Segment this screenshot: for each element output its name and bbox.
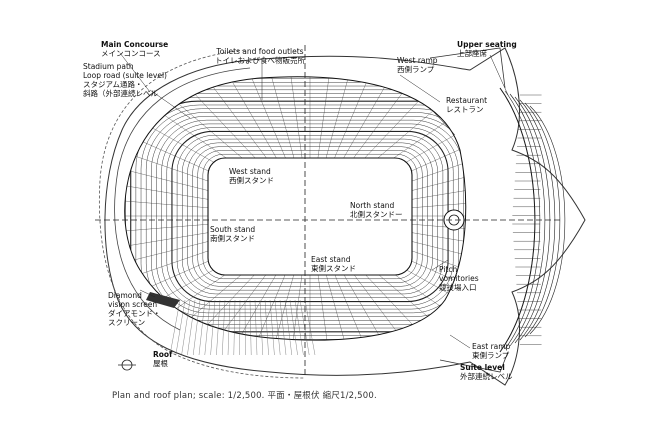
- label-restaurant: Restaurant: [446, 96, 487, 105]
- label-east-ramp: East ramp: [472, 342, 510, 351]
- label-east-stand-ja: 東側スタンド: [311, 264, 356, 273]
- label-vision-screen: vision screen: [108, 300, 157, 309]
- label-toilets: Toilets and food outlets: [205, 47, 315, 56]
- label-loop-road: Loop road (suite level): [83, 71, 167, 80]
- label-west-stand-ja: 西側スタンド: [229, 176, 274, 185]
- label-main-concourse-ja: メインコンコース: [101, 49, 161, 58]
- label-upper-seating-ja: 上部座席: [457, 49, 487, 58]
- plan-caption: Plan and roof plan; scale: 1/2,500. 平面・屋…: [112, 389, 377, 401]
- label-south-stand: South stand: [210, 225, 255, 234]
- label-east-stand: East stand: [311, 255, 351, 264]
- label-diamond-ja: ダイアモンド・: [108, 309, 161, 318]
- label-vomitories: vomitories: [439, 274, 479, 283]
- label-north-stand-ja: 北側スタンドー: [350, 210, 403, 219]
- label-screen-ja: スクリーン: [108, 318, 145, 327]
- label-west-stand: West stand: [229, 167, 271, 176]
- label-diamond: Diamond: [108, 291, 142, 300]
- label-suite-level-ja: 外部連続レベル: [460, 372, 513, 381]
- label-loop-road-ja: 斜路（外部連続レベル: [83, 89, 158, 98]
- label-south-stand-ja: 南側スタンド: [210, 234, 255, 243]
- label-pitch-vomitories-ja: 競技場入口: [439, 283, 477, 292]
- label-roof-ja: 屋根: [153, 359, 168, 368]
- label-west-ramp: West ramp: [397, 56, 438, 65]
- label-restaurant-ja: レストラン: [446, 105, 484, 114]
- label-stadium-path-ja: スタジアム通路・: [83, 80, 142, 89]
- label-upper-seating: Upper seating: [457, 40, 517, 49]
- label-east-ramp-ja: 東側ランプ: [472, 351, 509, 360]
- label-west-ramp-ja: 西側ランプ: [397, 65, 434, 74]
- label-toilets-ja: トイレおよび食べ物販売所: [205, 56, 315, 65]
- label-suite-level: Suite level: [460, 363, 505, 372]
- label-pitch: Pitch: [439, 265, 457, 274]
- label-north-stand: North stand: [350, 201, 394, 210]
- north-arrow-icon: [118, 360, 136, 370]
- label-main-concourse: Main Concourse: [101, 40, 168, 49]
- label-stadium-path: Stadium path: [83, 62, 134, 71]
- label-roof: Roof: [153, 350, 172, 359]
